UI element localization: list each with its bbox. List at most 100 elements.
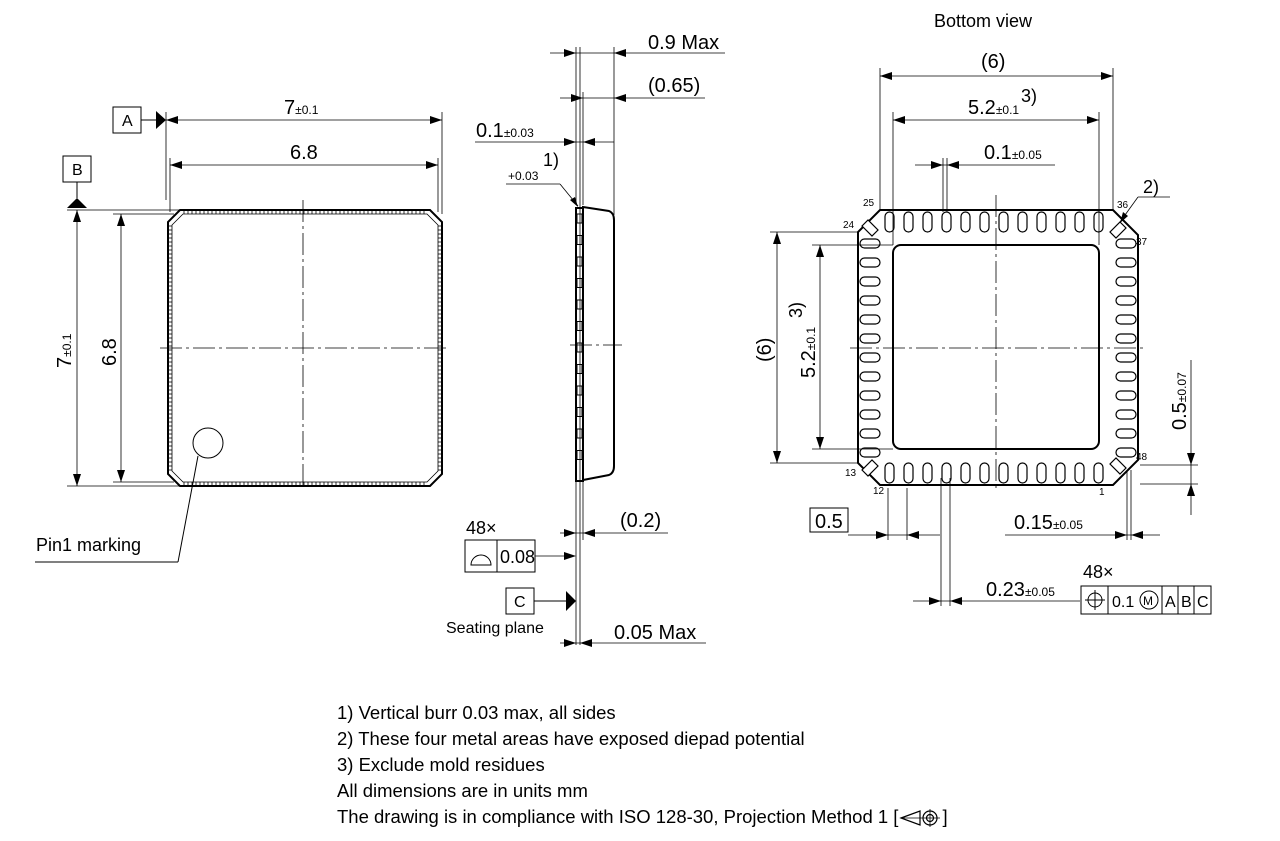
- lead-pad-left: [859, 276, 881, 287]
- lead-serration: [168, 210, 442, 486]
- lead-gap-dim: 0.15±0.05: [1014, 512, 1083, 534]
- tab-width-dim: 0.1±0.05: [984, 142, 1042, 164]
- standoff-dim: 0.05 Max: [614, 622, 696, 644]
- lead-pad-left: [859, 447, 881, 458]
- corner-tabs: [861, 219, 1127, 477]
- datum-c: C: [514, 594, 526, 611]
- lead-pad-bottom: [922, 462, 933, 484]
- side-count: 48×: [466, 518, 497, 538]
- side-leads: [576, 213, 583, 460]
- seating-plane-label: Seating plane: [446, 620, 544, 637]
- side-lead: [576, 213, 583, 224]
- pin-37: 37: [1136, 237, 1148, 248]
- datum-b-triangle: [67, 198, 87, 208]
- pin-36: 36: [1117, 200, 1129, 211]
- lead-pad-bottom: [979, 462, 990, 484]
- lead-pad-left: [859, 371, 881, 382]
- lead-pad-left: [859, 333, 881, 344]
- pin1-leader: [177, 455, 199, 563]
- bottom-view: Bottom view 25 24 36 37 13 12 1 48 2): [754, 11, 1212, 615]
- lead-pad-right: [1115, 257, 1137, 268]
- overall-width-dim: (6): [981, 51, 1005, 73]
- datum-ref-a: A: [1165, 594, 1176, 611]
- note-1: 1) Vertical burr 0.03 max, all sides: [337, 702, 616, 723]
- lead-pad-top: [941, 211, 952, 233]
- lead-width-dim: 0.23±0.05: [986, 579, 1055, 601]
- lead-pad-right: [1115, 276, 1137, 287]
- side-lead: [576, 407, 583, 417]
- burr-tol: +0.03: [508, 169, 539, 183]
- lead-pad-top: [884, 211, 895, 233]
- lead-pad-top: [903, 211, 914, 233]
- lead-pad-right: [1115, 428, 1137, 439]
- pin-12: 12: [873, 486, 885, 497]
- pitch-y-dim: 0.5±0.07: [1169, 372, 1191, 430]
- side-lead: [576, 428, 583, 439]
- lead-pad-bottom: [1093, 462, 1104, 484]
- side-lead: [576, 321, 583, 331]
- mmc-icon: [1139, 590, 1159, 610]
- lead-pad-right: [1115, 409, 1137, 420]
- lead-pad-top: [1017, 211, 1028, 233]
- corner-ref: 2): [1143, 177, 1159, 197]
- body-height-dim: (0.65): [648, 75, 700, 97]
- side-lead: [576, 364, 583, 374]
- height-dim: 7±0.1: [54, 333, 76, 368]
- mmc-letter: M: [1143, 594, 1153, 608]
- side-view: 0.9 Max (0.65) 0.1±0.03 1) +0.03 (0.2) 4…: [446, 32, 725, 647]
- package-inner-outline: [171, 213, 439, 483]
- note-3: 3) Exclude mold residues: [337, 754, 545, 775]
- lead-pad-right: [1115, 352, 1137, 363]
- datum-b: B: [72, 162, 83, 179]
- position-tol: 0.1: [1112, 594, 1134, 611]
- side-lead: [576, 385, 583, 396]
- lead-pad-bottom: [1017, 462, 1028, 484]
- pitch-box-value: 0.5: [815, 511, 843, 533]
- lead-pad-bottom: [1055, 462, 1066, 484]
- side-lead: [576, 450, 583, 460]
- lead-pad-left: [859, 257, 881, 268]
- note-5: The drawing is in compliance with ISO 12…: [337, 804, 948, 830]
- profile-symbol-icon: [470, 554, 492, 566]
- lead-pad-left: [859, 428, 881, 439]
- lead-pad-bottom: [884, 462, 895, 484]
- datum-a: A: [122, 113, 133, 130]
- lead-pad-right: [1115, 333, 1137, 344]
- lead-pad-right: [1115, 371, 1137, 382]
- overall-height-dim: (6): [754, 338, 776, 362]
- pitch-box: [809, 507, 849, 533]
- pin-13: 13: [845, 468, 857, 479]
- pin-25: 25: [863, 198, 875, 209]
- lead-pad-bottom: [960, 462, 971, 484]
- bottom-count: 48×: [1083, 562, 1114, 582]
- lead-pad-left: [859, 314, 881, 325]
- pin1-marker: [192, 427, 224, 459]
- offset-dim: 0.1±0.03: [476, 120, 534, 142]
- lead-pad-top: [922, 211, 933, 233]
- lead-pad-bottom: [1074, 462, 1085, 484]
- side-leadframe: [575, 207, 584, 482]
- lead-pad-left: [859, 409, 881, 420]
- lead-pad-right: [1115, 238, 1137, 249]
- side-lead: [576, 278, 583, 288]
- notes-block: 1) Vertical burr 0.03 max, all sides 2) …: [337, 700, 948, 830]
- width-dim: 7±0.1: [284, 97, 319, 119]
- pin1-label: Pin1 marking: [36, 535, 141, 555]
- pad-height-dim: 5.2±0.1: [798, 327, 820, 378]
- pin-1: 1: [1099, 487, 1105, 498]
- lead-pad-top: [960, 211, 971, 233]
- pin-48: 48: [1136, 452, 1148, 463]
- profile-tol: 0.08: [500, 547, 535, 567]
- position-symbol-icon: [1085, 590, 1105, 610]
- inner-height-dim: 6.8: [99, 338, 121, 366]
- datum-ref-b: B: [1181, 594, 1192, 611]
- projection-method-icon: [899, 809, 941, 828]
- lead-pad-bottom: [1036, 462, 1047, 484]
- pad-width-dim: 5.2±0.1: [968, 97, 1019, 119]
- lead-pad-bottom: [998, 462, 1009, 484]
- datum-c-triangle: [566, 591, 576, 611]
- datum-ref-c: C: [1197, 594, 1209, 611]
- side-body: [582, 205, 615, 482]
- lead-pad-left: [859, 238, 881, 249]
